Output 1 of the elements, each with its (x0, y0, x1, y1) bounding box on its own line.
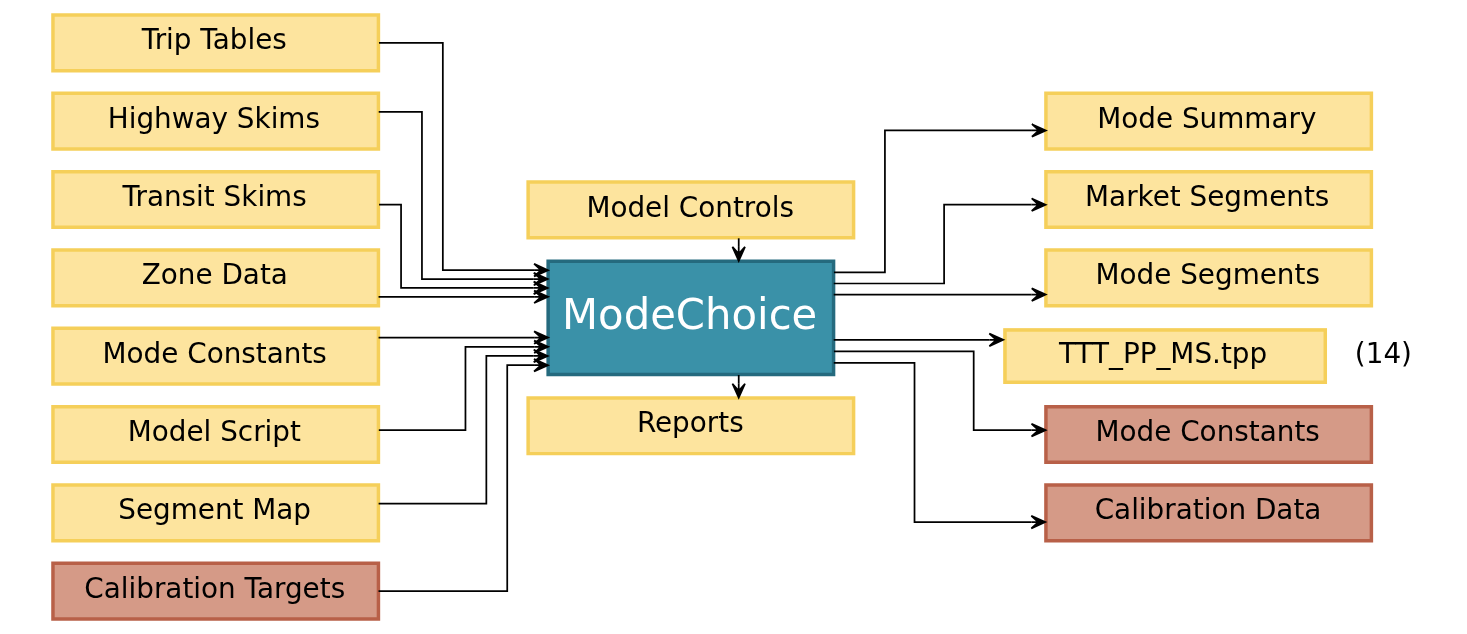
node-label: (14) (1354, 336, 1412, 370)
